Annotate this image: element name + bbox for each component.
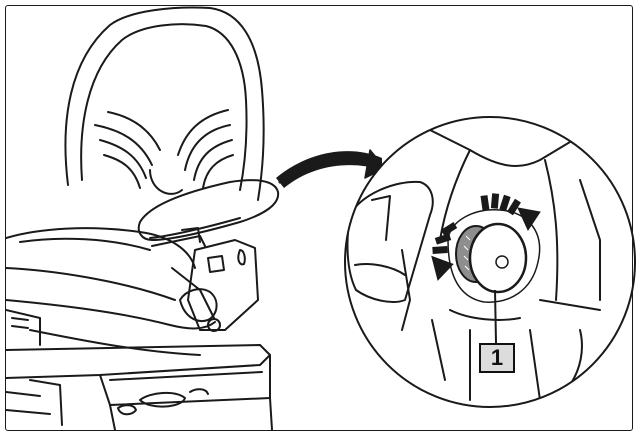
- rotate-counterclockwise-arrow-icon: [431, 222, 458, 281]
- callout-leader-line: [494, 289, 497, 344]
- armrest: [137, 179, 280, 247]
- seat-cushion: [6, 227, 216, 356]
- adjustment-knob: [455, 222, 528, 294]
- callout-label-1: 1: [479, 343, 515, 373]
- rotate-clockwise-arrow-icon: [480, 193, 541, 232]
- seat-base: [6, 344, 273, 430]
- detail-zoom: [344, 116, 636, 408]
- seat-backrest: [64, 6, 265, 201]
- side-bracket: [171, 239, 259, 332]
